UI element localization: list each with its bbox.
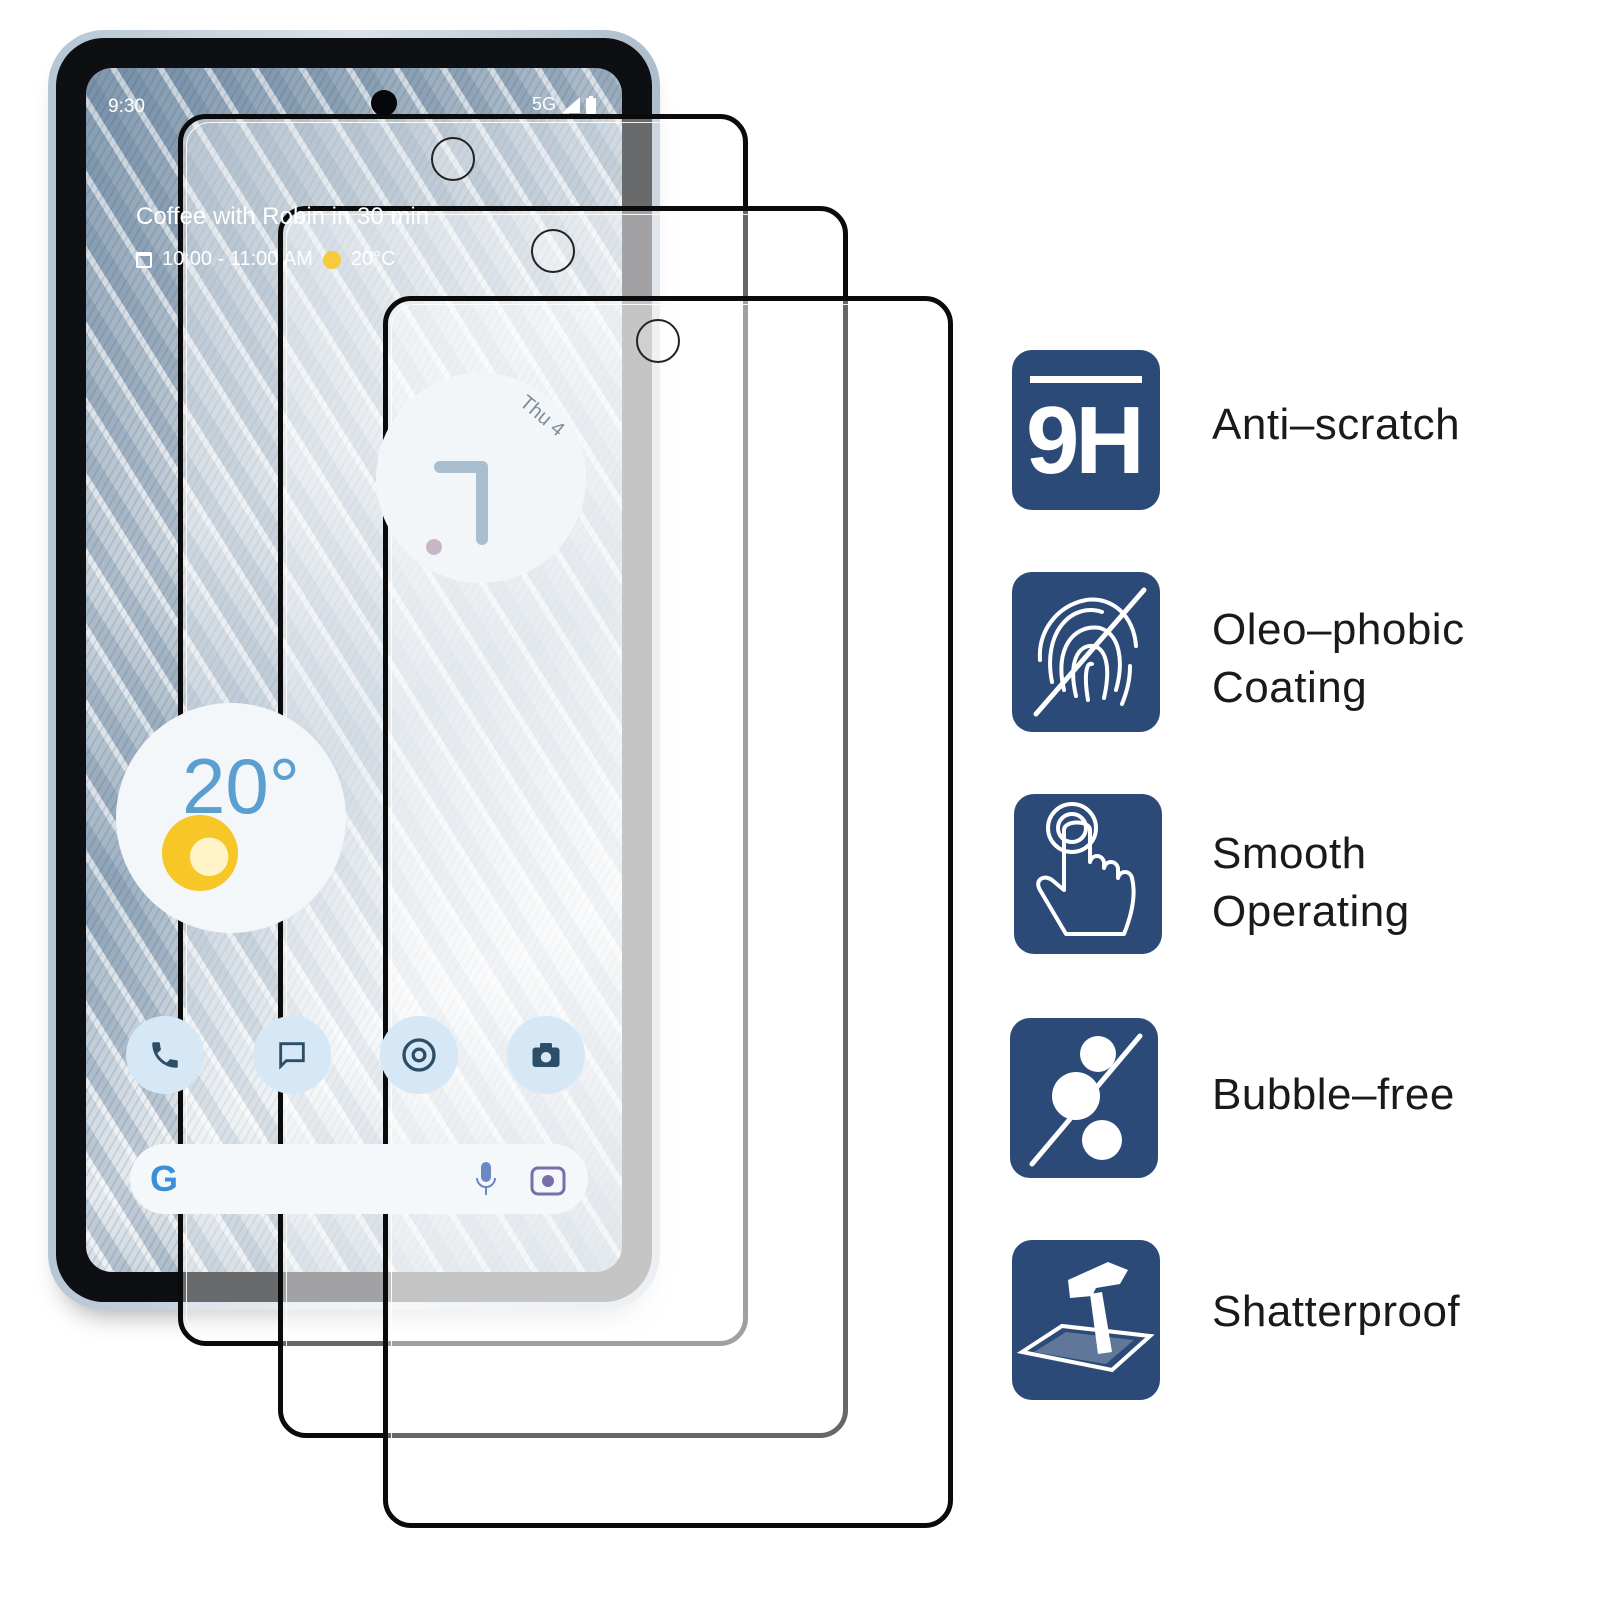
9h-hardness-icon: 9H [1012, 350, 1160, 510]
feature-label-shatterproof: Shatterproof [1212, 1287, 1461, 1336]
9h-text: 9H [1026, 387, 1145, 494]
battery-icon [586, 95, 596, 114]
feature-label-smooth: Smooth Operating [1212, 829, 1410, 936]
phone-icon [126, 1016, 204, 1094]
clock-dot [426, 539, 442, 555]
camera-cutout [636, 319, 680, 363]
lens-icon [530, 1166, 566, 1196]
front-camera [371, 90, 397, 116]
clock-widget: Thu 4 [376, 373, 586, 583]
messages-icon [253, 1016, 331, 1094]
event-title: Coffee with Robin in 30 min [136, 203, 430, 230]
hammer-glass-icon [1012, 1240, 1160, 1400]
signal-icon [562, 96, 580, 113]
feature-label-anti-scratch: Anti–scratch [1212, 400, 1461, 449]
event-details: 10:00 - 11:00 AM 20°C [136, 248, 396, 271]
feature-label-oleophobic: Oleo–phobic Coating [1212, 605, 1465, 712]
app-dock [126, 1016, 596, 1096]
fingerprint-slash-icon [1012, 572, 1160, 732]
weather-small-icon [322, 250, 341, 269]
weather-widget: 20° [116, 703, 346, 933]
phone-screen: 9:30 5G Coffee with Robin in 30 min 10:0… [86, 68, 622, 1272]
camera-cutout [531, 229, 575, 273]
camera-cutout [431, 137, 475, 181]
google-search-bar: G [130, 1144, 588, 1214]
screen-protector-2 [278, 206, 848, 1438]
status-time: 9:30 [108, 96, 145, 117]
google-logo: G [150, 1158, 179, 1199]
clock-minute-hand [476, 461, 488, 545]
event-temp: 20°C [350, 248, 396, 270]
camera-icon [507, 1016, 585, 1094]
clock-hour-hand [434, 461, 488, 473]
event-time: 10:00 - 11:00 AM [162, 248, 313, 270]
bubbles-slash-icon [1010, 1018, 1158, 1178]
mic-icon [476, 1162, 496, 1195]
sun-icon [162, 815, 238, 891]
chrome-icon [380, 1016, 458, 1094]
status-bar-right: 5G [532, 94, 596, 115]
touch-hand-icon [1014, 794, 1162, 954]
feature-label-bubble-free: Bubble–free [1212, 1070, 1455, 1119]
network-label: 5G [531, 94, 556, 114]
calendar-icon [136, 251, 152, 268]
